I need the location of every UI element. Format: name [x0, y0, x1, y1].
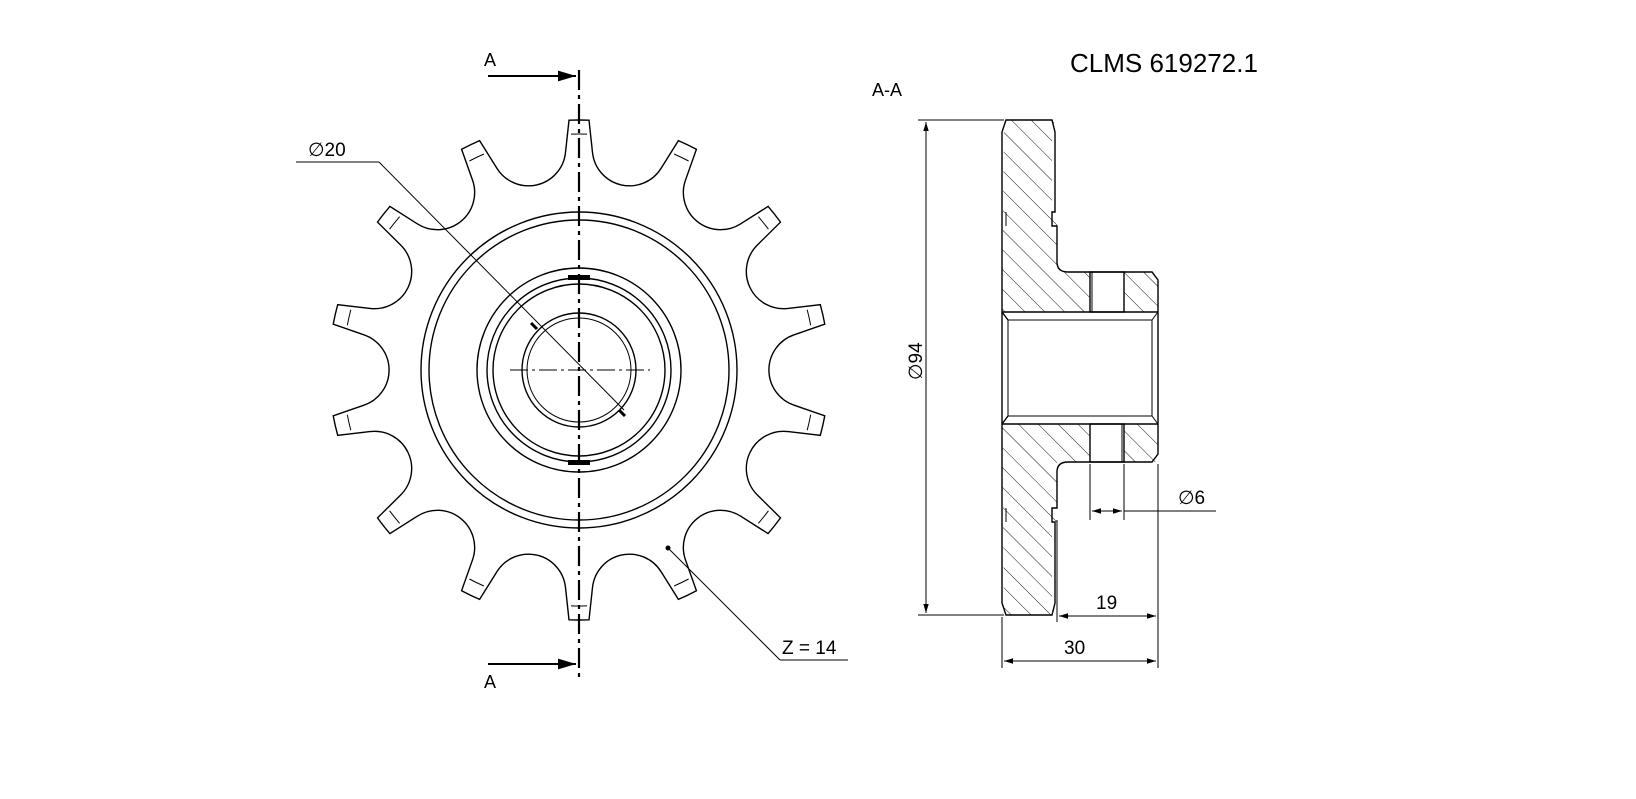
tooth-tip-detail — [758, 216, 769, 230]
section-hatch-upper — [1002, 120, 1158, 312]
bore-chamfer-bottom — [1151, 415, 1159, 425]
bore-diameter-label: ∅20 — [308, 140, 346, 161]
tooth-tip-detail — [673, 578, 689, 587]
tooth-tip-detail — [806, 414, 812, 431]
bore-tick-2 — [617, 408, 627, 418]
bore-edge-left-bottom — [1001, 415, 1009, 425]
section-view: A-A ∅94 — [872, 80, 1216, 668]
sprocket-tooth-profile — [332, 119, 826, 621]
section-outline — [1001, 119, 1159, 616]
tooth-tip-detail — [806, 309, 812, 326]
section-cut-label-bottom: A — [484, 672, 496, 692]
section-hatch-lower — [1002, 424, 1158, 615]
hole-diameter-label: ∅6 — [1178, 488, 1205, 509]
tooth-tip-detail — [346, 414, 352, 431]
tooth-tip-detail — [758, 510, 769, 524]
hub-hole-lower — [1089, 423, 1125, 463]
section-cut-label-top: A — [484, 50, 496, 70]
total-width-label: 30 — [1064, 638, 1085, 659]
bore-edge-left-top — [1001, 311, 1009, 321]
hub-length-label: 19 — [1096, 593, 1117, 614]
hub-hole-upper — [1089, 271, 1125, 313]
bore-dim-line — [378, 161, 625, 411]
tooth-tip-detail — [469, 578, 485, 587]
sprocket-front-view: A A ∅20 Z = 14 — [296, 50, 848, 692]
teeth-count-label: Z = 14 — [782, 638, 837, 659]
outer-diameter-label: ∅94 — [906, 342, 927, 380]
bore-chamfer-top — [1151, 311, 1159, 321]
tooth-tip-detail — [469, 153, 485, 162]
tooth-tip-detail — [673, 153, 689, 162]
section-view-label: A-A — [872, 80, 902, 100]
bore-tick-1 — [529, 321, 539, 331]
tooth-tip-detail — [389, 510, 400, 524]
teeth-leader-line — [667, 547, 781, 661]
tooth-tip-detail — [389, 216, 400, 230]
tooth-tip-detail — [346, 309, 352, 326]
drawing-title: CLMS 619272.1 — [1070, 48, 1258, 78]
